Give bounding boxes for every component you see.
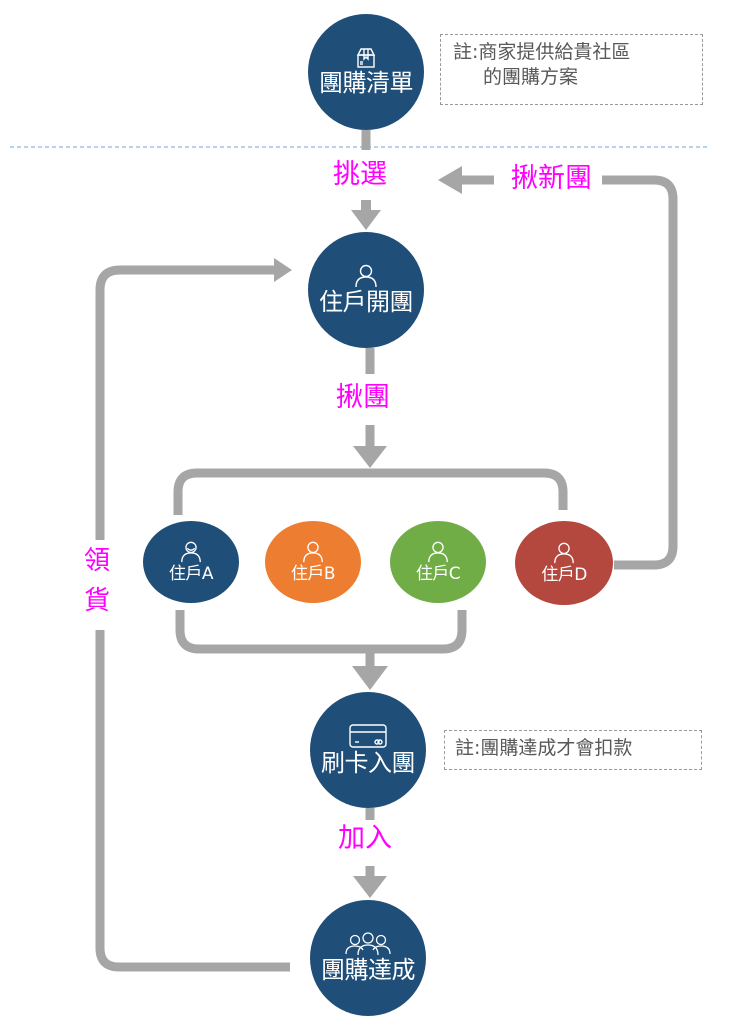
loop-pickup-lower xyxy=(95,630,290,972)
loop-new-group xyxy=(602,175,678,570)
flow-label-pickup-char1: 領 xyxy=(83,546,110,576)
catalog-note-line1: 註:商家提供給貴社區 xyxy=(453,41,631,63)
arrow-complete-head xyxy=(353,876,387,898)
user-icon xyxy=(303,541,323,563)
catalog-note: 註:商家提供給貴社區 的團購方案 xyxy=(440,34,703,105)
resident-c-label: 住戶C xyxy=(415,564,461,584)
catalog-note-line2: 的團購方案 xyxy=(483,66,579,88)
bracket-bottom xyxy=(175,610,467,654)
payment-note-text: 註:團購達成才會扣款 xyxy=(455,737,633,759)
user-icon xyxy=(355,264,377,288)
arrow-new-group-head xyxy=(438,166,462,194)
flow-label-select: 挑選 xyxy=(333,159,387,190)
node-catalog: 團購清單 xyxy=(308,14,424,130)
flow-label-join: 加入 xyxy=(338,823,392,854)
package-icon xyxy=(356,48,376,68)
arrow-pickup-head xyxy=(274,258,292,282)
user-icon xyxy=(181,541,201,563)
credit-card-icon xyxy=(349,724,387,748)
node-complete-label: 團購達成 xyxy=(321,956,416,984)
arrow-select-head xyxy=(351,210,381,230)
resident-b: 住戶B xyxy=(265,521,361,603)
arrow-payment-head xyxy=(352,666,388,690)
node-complete: 團購達成 xyxy=(310,900,426,1016)
node-catalog-label: 團購清單 xyxy=(319,69,414,97)
flow-label-invite-new: 揪新團 xyxy=(511,163,592,194)
user-icon xyxy=(428,541,448,563)
node-payment-label: 刷卡入團 xyxy=(321,749,416,777)
bracket-top xyxy=(173,468,568,515)
resident-d-label: 住戶D xyxy=(541,565,587,585)
payment-note: 註:團購達成才會扣款 xyxy=(444,730,702,770)
user-icon xyxy=(554,542,574,564)
resident-b-label: 住戶B xyxy=(290,564,336,584)
flow-label-pickup: 領 貨 xyxy=(82,541,112,621)
node-open-group: 住戶開團 xyxy=(308,232,424,348)
node-payment: 刷卡入團 xyxy=(310,692,426,808)
loop-pickup-upper xyxy=(95,265,276,540)
arrow-invite-head xyxy=(353,446,387,468)
group-users-icon xyxy=(345,932,391,956)
arrow-select-shaft xyxy=(361,200,371,212)
flow-label-pickup-char2: 貨 xyxy=(83,586,110,616)
resident-d: 住戶D xyxy=(515,521,613,605)
flow-label-invite: 揪團 xyxy=(336,382,390,413)
resident-a-label: 住戶A xyxy=(168,564,214,584)
node-open-group-label: 住戶開團 xyxy=(319,288,414,316)
resident-c: 住戶C xyxy=(390,521,486,603)
resident-a: 住戶A xyxy=(143,521,239,603)
